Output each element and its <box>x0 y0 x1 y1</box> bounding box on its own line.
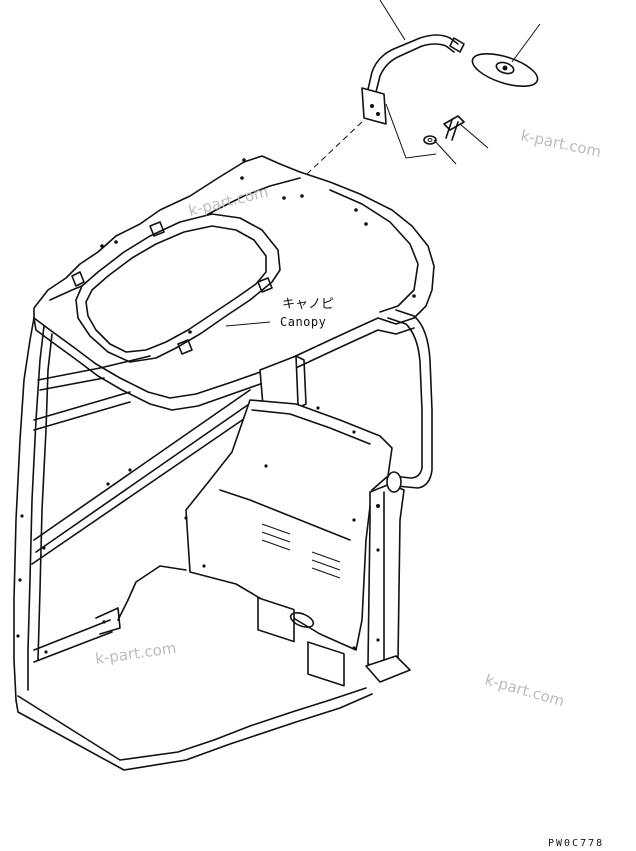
vent-left-slots <box>261 523 291 551</box>
label-leader <box>225 321 271 327</box>
rear-panel <box>185 399 393 651</box>
watermark: k-part.com <box>94 639 177 668</box>
left-side-frame <box>31 355 255 663</box>
leader-line-mirror <box>511 23 541 63</box>
handrail <box>386 309 433 493</box>
vent-right <box>307 641 345 687</box>
canopy-roof <box>33 155 435 411</box>
leader-line-bolt <box>459 123 489 149</box>
vent-left <box>257 596 295 643</box>
leader-line-bracket <box>385 103 437 159</box>
mirror-assembly <box>289 0 541 191</box>
rear-structure <box>184 355 393 687</box>
floor <box>15 565 373 771</box>
left-post <box>13 317 53 701</box>
drawing-code: PW0C778 <box>548 838 604 849</box>
right-post <box>365 483 411 683</box>
watermark: k-part.com <box>519 126 603 161</box>
mirror-arm <box>365 34 459 99</box>
bolt <box>443 115 465 131</box>
skylight-inner <box>85 225 267 353</box>
vent-right-slots <box>311 551 341 579</box>
canopy-label: キャノピ Canopy <box>280 297 334 329</box>
leader-line-washer <box>433 139 457 165</box>
leader-line-arm <box>379 0 406 41</box>
skylight-outer <box>75 213 281 363</box>
floor-outline <box>17 687 367 761</box>
canopy-label-jp: キャノピ <box>282 297 334 312</box>
washer <box>423 135 437 145</box>
mirror-arm-inner <box>373 43 455 101</box>
canopy-label-en: Canopy <box>280 315 326 329</box>
right-post-body <box>367 483 405 671</box>
watermark: k-part.com <box>483 671 566 711</box>
